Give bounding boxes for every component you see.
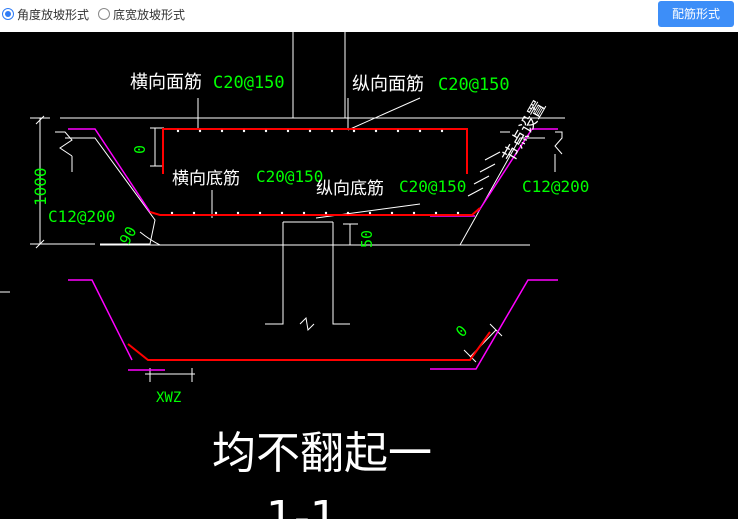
- toolbar: 角度放坡形式 底宽放坡形式 配筋形式: [0, 0, 738, 32]
- label-xwz: XWZ: [156, 390, 181, 406]
- rebar-dot: [280, 211, 284, 215]
- hatch-2: [479, 163, 496, 173]
- rebar-dot: [214, 211, 218, 215]
- label-transverse-top: 横向面筋: [130, 72, 202, 93]
- pit-left-outline: [65, 137, 156, 245]
- right-zero-tick-b: [489, 323, 503, 337]
- hatch-3: [473, 175, 490, 185]
- top-rebar: [162, 128, 468, 174]
- detail-slope-right: [430, 279, 558, 370]
- label-longitudinal-bottom: 纵向底筋: [316, 179, 384, 199]
- rebar-dot: [346, 211, 350, 215]
- label-height-1000: 1000: [31, 167, 50, 206]
- rebar-dot: [412, 211, 416, 215]
- pile-left: [265, 222, 284, 325]
- angle-arc: [139, 231, 161, 246]
- rebar-dot: [176, 129, 180, 133]
- left-break-mark: [55, 131, 73, 157]
- label-left-slope-spec: C12@200: [48, 207, 115, 226]
- label-cover-right: 0: [452, 322, 471, 341]
- pile-right: [332, 222, 350, 325]
- label-transverse-bottom-spec: C20@150: [256, 167, 323, 186]
- detail-bottom-rebar: [127, 331, 491, 361]
- rebar-dot: [170, 211, 174, 215]
- rebar-dot: [302, 211, 306, 215]
- rebar-dot: [330, 129, 334, 133]
- radio-base-width-slope-label: 底宽放坡形式: [113, 7, 186, 22]
- section-label: 1-1: [266, 492, 338, 519]
- leader-longitudinal-top-diag: [347, 97, 421, 131]
- rebar-dot: [440, 129, 444, 133]
- label-longitudinal-top: 纵向面筋: [352, 74, 424, 95]
- label-right-slope-spec: C12@200: [522, 177, 589, 196]
- dim-slash-bottom: [35, 239, 45, 249]
- pit-section-drawing: 横向面筋 C20@150 纵向面筋 C20@150 节点设置 横向底筋 C20@…: [0, 32, 589, 519]
- label-transverse-bottom: 横向底筋: [172, 169, 240, 189]
- radio-base-width-slope[interactable]: 底宽放坡形式: [98, 6, 185, 22]
- note-text: 均不翻起一: [212, 428, 432, 479]
- radio-selected-icon[interactable]: [2, 8, 14, 20]
- hatch-1: [484, 151, 501, 161]
- rebar-dot: [242, 129, 246, 133]
- rebar-dot: [396, 129, 400, 133]
- rebar-dot: [286, 129, 290, 133]
- right-break-mark: [554, 131, 563, 155]
- rebar-dot: [434, 211, 438, 215]
- rebar-dot: [308, 129, 312, 133]
- cad-drawing-canvas: 横向面筋 C20@150 纵向面筋 C20@150 节点设置 横向底筋 C20@…: [0, 32, 738, 519]
- label-transverse-top-spec: C20@150: [213, 73, 285, 93]
- label-longitudinal-top-spec: C20@150: [438, 75, 510, 95]
- rebar-dot: [264, 129, 268, 133]
- label-cover-left: 0: [131, 145, 149, 154]
- label-base-50: 50: [358, 230, 376, 248]
- rebar-dot: [352, 129, 356, 133]
- radio-unselected-icon[interactable]: [98, 8, 110, 20]
- rebar-config-button[interactable]: 配筋形式: [658, 1, 734, 27]
- slope-rebar-left-upper: [68, 128, 151, 213]
- rebar-dot: [324, 211, 328, 215]
- bottom-rebar: [149, 207, 481, 216]
- dim-slash-top: [35, 115, 45, 125]
- rebar-dot: [456, 211, 460, 215]
- radio-angle-slope-label: 角度放坡形式: [17, 7, 90, 22]
- rebar-dot: [258, 211, 262, 215]
- rebar-dot: [368, 211, 372, 215]
- rebar-dot: [198, 129, 202, 133]
- radio-angle-slope[interactable]: 角度放坡形式: [2, 6, 89, 22]
- label-longitudinal-bottom-spec: C20@150: [399, 177, 466, 196]
- rebar-dot: [390, 211, 394, 215]
- pit-right-outline: [459, 137, 545, 246]
- rebar-dot: [418, 129, 422, 133]
- hatch-4: [467, 187, 484, 197]
- rebar-dot: [220, 129, 224, 133]
- slope-rebar-right-upper: [477, 128, 558, 213]
- detail-slope-left: [68, 279, 133, 361]
- pile-break: [299, 316, 315, 332]
- right-zero-tick-a: [463, 349, 477, 363]
- rebar-dot: [192, 211, 196, 215]
- rebar-dot: [374, 129, 378, 133]
- rebar-dot: [236, 211, 240, 215]
